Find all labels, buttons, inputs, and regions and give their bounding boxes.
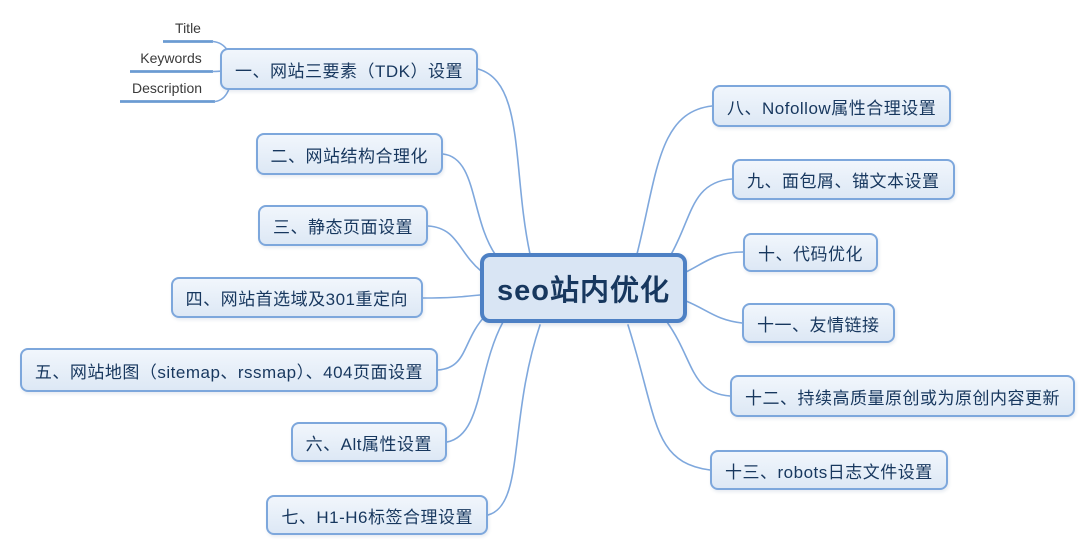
topic-node-2-structure[interactable]: 二、网站结构合理化: [255, 133, 443, 175]
connector-left-5: [437, 314, 487, 371]
topic-node-11-friend-links[interactable]: 十一、友情链接: [742, 303, 895, 343]
topic-node-6-alt-attribute[interactable]: 六、Alt属性设置: [290, 422, 447, 462]
connector-right-4: [685, 300, 743, 324]
topic-node-12-original-content[interactable]: 十二、持续高质量原创或为原创内容更新: [730, 375, 1075, 417]
topic-node-1-tdk[interactable]: 一、网站三要素（TDK）设置: [220, 48, 478, 90]
topic-node-13-robots-log[interactable]: 十三、robots日志文件设置: [710, 450, 948, 490]
connector-right-6: [627, 324, 711, 471]
central-topic[interactable]: seo站内优化: [480, 253, 687, 323]
connector-left-7: [487, 324, 541, 516]
topic-node-5-sitemap-404[interactable]: 五、网站地图（sitemap、rssmap）、404页面设置: [19, 348, 438, 392]
connector-left-6: [446, 321, 504, 443]
connector-left-2: [442, 153, 498, 258]
leaf-node-description[interactable]: Description: [131, 80, 203, 96]
connector-right-2: [668, 178, 733, 259]
topic-node-9-breadcrumb-anchor[interactable]: 九、面包屑、锚文本设置: [732, 159, 955, 200]
connector-right-5: [666, 321, 731, 397]
connector-left-4: [422, 294, 481, 299]
topic-node-10-code-optimization[interactable]: 十、代码优化: [743, 233, 878, 272]
connector-left-3: [427, 225, 482, 272]
topic-node-7-h1-h6-tags[interactable]: 七、H1-H6标签合理设置: [266, 495, 488, 535]
topic-node-4-preferred-domain-301[interactable]: 四、网站首选域及301重定向: [170, 277, 423, 318]
leaf-node-title[interactable]: Title: [175, 20, 201, 36]
topic-node-3-static-pages[interactable]: 三、静态页面设置: [258, 205, 428, 246]
leaf-node-keywords[interactable]: Keywords: [140, 50, 202, 66]
connector-right-3: [685, 251, 744, 273]
connector-left-1: [477, 68, 531, 255]
connector-right-1: [636, 105, 713, 255]
topic-node-8-nofollow[interactable]: 八、Nofollow属性合理设置: [712, 85, 952, 127]
